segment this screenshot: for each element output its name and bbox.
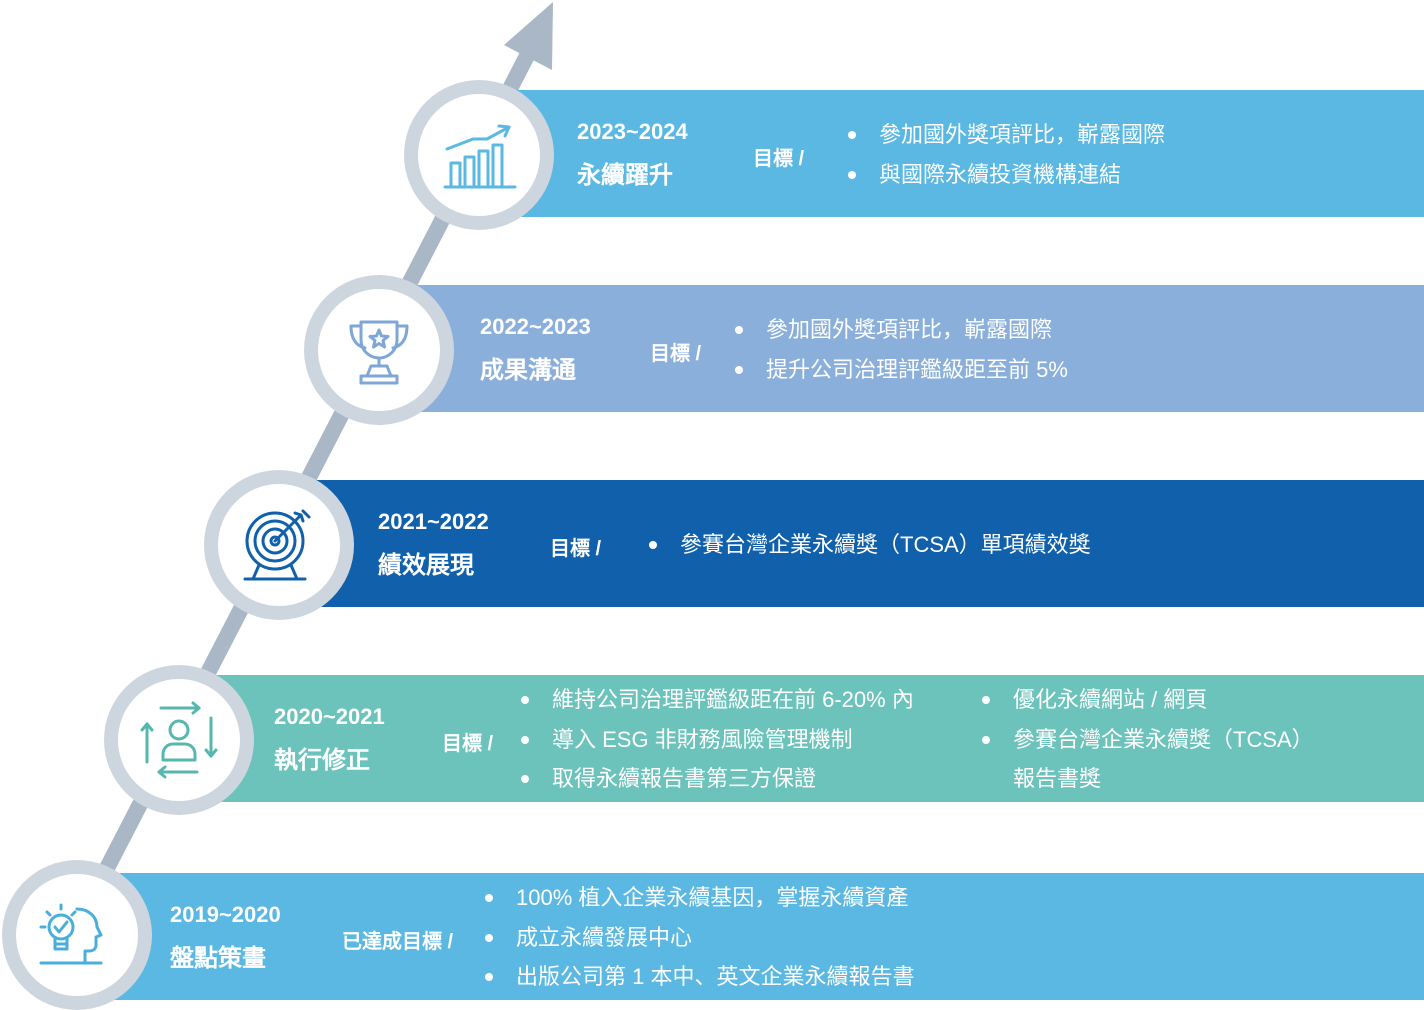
goal-list: 參加國外獎項評比，嶄露國際 與國際永續投資機構連結	[846, 115, 1165, 194]
goal-item-continued: 報告書獎	[1013, 766, 1102, 791]
goal-item: 參賽台灣企業永續獎（TCSA）單項績效獎	[647, 525, 1091, 565]
stage-years: 2019~2020	[170, 902, 281, 927]
stage-phase: 成果溝通	[480, 357, 576, 384]
stage-period: 2020~2021 執行修正	[274, 695, 385, 783]
stage-years: 2022~2023	[480, 314, 591, 339]
stage-period: 2019~2020 盤點策畫	[170, 893, 281, 981]
trophy-icon	[349, 320, 409, 385]
goal-list: 參賽台灣企業永續獎（TCSA）單項績效獎	[647, 525, 1091, 565]
arrow-head	[504, 2, 553, 70]
stage-years: 2020~2021	[274, 704, 385, 729]
goal-item: 成立永續發展中心	[483, 918, 914, 958]
stage-phase: 永續躍升	[577, 162, 673, 189]
stage-years: 2021~2022	[378, 509, 489, 534]
person-cycle-icon	[140, 701, 218, 779]
goal-item: 參加國外獎項評比，嶄露國際	[733, 310, 1068, 350]
stage-node-2020-2021	[104, 665, 254, 815]
goal-list-secondary: 優化永續網站 / 網頁 參賽台灣企業永續獎（TCSA） 報告書獎	[980, 680, 1314, 799]
target-icon	[243, 509, 311, 581]
goal-item: 出版公司第 1 本中、英文企業永續報告書	[483, 957, 914, 997]
growth-chart-icon	[443, 124, 517, 189]
goal-list: 參加國外獎項評比，嶄露國際 提升公司治理評鑑級距至前 5%	[733, 310, 1068, 389]
goal-item: 優化永續網站 / 網頁	[980, 680, 1314, 720]
stage-node-2019-2020	[2, 860, 152, 1010]
goal-item: 提升公司治理評鑑級距至前 5%	[733, 350, 1068, 390]
stage-band-2019-2020: 2019~2020 盤點策畫 已達成目標 / 100% 植入企業永續基因，掌握永…	[80, 873, 1424, 1000]
stage-band-2022-2023: 2022~2023 成果溝通 目標 / 參加國外獎項評比，嶄露國際 提升公司治理…	[380, 285, 1424, 412]
stage-band-2020-2021: 2020~2021 執行修正 目標 / 維持公司治理評鑑級距在前 6-20% 內…	[180, 675, 1424, 802]
stage-years: 2023~2024	[577, 119, 688, 144]
idea-head-icon	[39, 903, 103, 965]
goal-list: 100% 植入企業永續基因，掌握永續資產 成立永續發展中心 出版公司第 1 本中…	[483, 878, 914, 997]
goal-item: 與國際永續投資機構連結	[846, 155, 1165, 195]
stage-phase: 盤點策畫	[170, 945, 266, 972]
stage-band-2023-2024: 2023~2024 永續躍升 目標 / 參加國外獎項評比，嶄露國際 與國際永續投…	[480, 90, 1424, 217]
stage-node-2023-2024	[404, 80, 554, 230]
goal-list: 維持公司治理評鑑級距在前 6-20% 內 導入 ESG 非財務風險管理機制 取得…	[519, 680, 914, 799]
goal-label: 目標 /	[650, 343, 702, 365]
goal-label: 已達成目標 /	[342, 931, 454, 953]
goal-item: 導入 ESG 非財務風險管理機制	[519, 720, 914, 760]
stage-period: 2023~2024 永續躍升	[577, 110, 688, 198]
goal-label: 目標 /	[753, 148, 805, 170]
goal-item: 參賽台灣企業永續獎（TCSA）	[980, 720, 1314, 760]
goal-item: 維持公司治理評鑑級距在前 6-20% 內	[519, 680, 914, 720]
goal-item: 100% 植入企業永續基因，掌握永續資產	[483, 878, 914, 918]
stage-node-2021-2022	[204, 470, 354, 620]
stage-period: 2021~2022 績效展現	[378, 500, 489, 588]
goal-item: 參加國外獎項評比，嶄露國際	[846, 115, 1165, 155]
goal-item: 取得永續報告書第三方保證	[519, 759, 914, 799]
stage-period: 2022~2023 成果溝通	[480, 305, 591, 393]
goal-label: 目標 /	[550, 538, 602, 560]
stage-band-2021-2022: 2021~2022 績效展現 目標 / 參賽台灣企業永續獎（TCSA）單項績效獎	[280, 480, 1424, 607]
stage-phase: 績效展現	[378, 552, 474, 579]
stage-node-2022-2023	[304, 275, 454, 425]
goal-label: 目標 /	[442, 733, 494, 755]
stage-phase: 執行修正	[274, 747, 370, 774]
